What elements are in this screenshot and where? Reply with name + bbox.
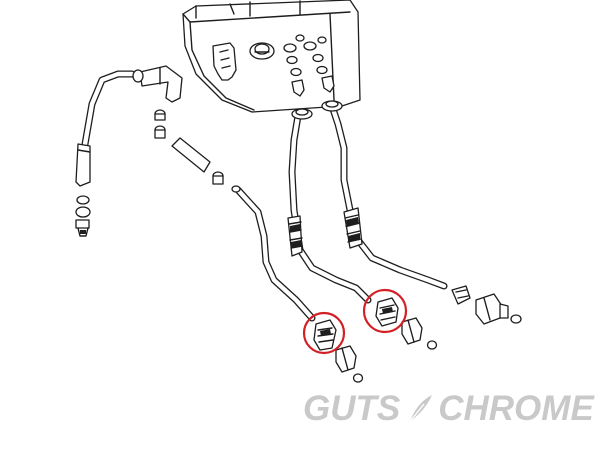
fitting-set-left bbox=[335, 345, 364, 383]
watermark-left-word: GUTS bbox=[303, 389, 401, 428]
fitting-set-middle bbox=[401, 317, 438, 350]
callout-circle-left bbox=[302, 311, 346, 355]
oil-line-right bbox=[321, 100, 448, 290]
highlighted-fitting-left bbox=[302, 311, 346, 355]
breather-line bbox=[75, 65, 224, 237]
feather-icon bbox=[407, 395, 433, 425]
watermark-right-word: CHROME bbox=[438, 389, 594, 428]
oil-line-left bbox=[231, 185, 316, 322]
highlighted-fitting-right bbox=[362, 288, 408, 334]
oil-tank bbox=[182, 0, 361, 113]
oil-line-middle bbox=[287, 108, 372, 304]
callout-circle-right bbox=[362, 288, 408, 334]
fitting-set-right bbox=[451, 285, 522, 325]
guts-chrome-watermark: GUTS CHROME bbox=[303, 384, 594, 434]
